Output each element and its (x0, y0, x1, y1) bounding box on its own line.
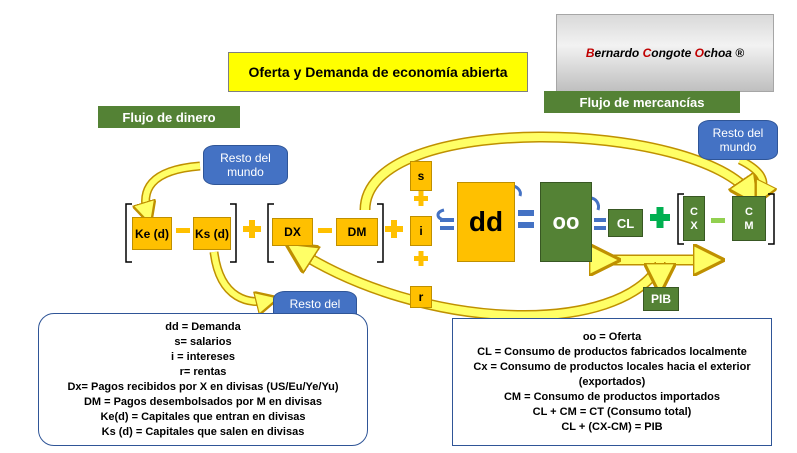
legend-left-line: Ke(d) = Capitales que entran en divisas (100, 410, 306, 423)
loop-arrow-bottom (296, 250, 666, 320)
legend-left-line: DM = Pagos desembolsados por M en divisa… (83, 395, 323, 408)
cx-box: C X (683, 196, 705, 241)
flujo-dinero-label: Flujo de dinero (98, 106, 240, 128)
i-box: i (410, 216, 432, 246)
arrow-rdm-cm (738, 157, 763, 196)
minus-cx-cm (711, 218, 725, 223)
author-name-1: ernardo (594, 46, 640, 60)
equals-signs (440, 210, 606, 230)
diagram-title: Oferta y Demanda de economía abierta (228, 52, 528, 92)
ke-box: Ke (d) (132, 217, 172, 250)
legend-right-line: oo = Oferta (582, 330, 642, 343)
legend-left-line: dd = Demanda (165, 320, 241, 333)
legend-left: dd = Demanda s= salarios i = intereses r… (38, 313, 368, 446)
ks-box: Ks (d) (193, 217, 231, 250)
legend-right-line: Cx = Consumo de productos locales hacia … (473, 360, 751, 388)
dd-box: dd (457, 182, 515, 262)
author-initial-b: B (585, 46, 595, 60)
legend-right-line: CL + CM = CT (Consumo total) (532, 405, 692, 418)
resto-mundo-cylinder-top-left: Resto del mundo (203, 145, 288, 185)
s-box: s (410, 161, 432, 191)
cl-box: CL (608, 209, 643, 237)
flujo-mercancias-label: Flujo de mercancías (544, 91, 740, 113)
oo-box: oo (540, 182, 592, 262)
author-name-2: ongote (651, 46, 692, 60)
plus-signs (243, 191, 670, 266)
cm-box: C M (732, 196, 766, 241)
legend-left-line: r= rentas (179, 365, 227, 378)
brackets (125, 193, 775, 263)
author-initial-c: C (642, 46, 652, 60)
arrow-ks-rdm (211, 251, 270, 302)
minus-ke-ks (176, 228, 190, 233)
dm-box: DM (336, 218, 378, 246)
legend-right: oo = Oferta CL = Consumo de productos fa… (452, 318, 772, 446)
r-box: r (410, 286, 432, 308)
pib-box: PIB (643, 287, 679, 311)
loop-arrow-top (361, 133, 752, 211)
legend-left-line: i = intereses (171, 350, 235, 363)
arrow-rdm-ke (146, 163, 201, 216)
author-initial-o: O (694, 46, 704, 60)
legend-right-line: CL + (CX-CM) = PIB (561, 420, 663, 433)
resto-mundo-cylinder-right: Resto del mundo (698, 120, 778, 160)
minus-dx-dm (318, 228, 332, 233)
dx-box: DX (272, 218, 313, 246)
legend-left-line: s= salarios (174, 335, 232, 348)
author-name-3: choa ® (703, 46, 745, 60)
legend-left-line: Dx= Pagos recibidos por X en divisas (US… (67, 380, 339, 393)
legend-right-line: CL = Consumo de productos fabricados loc… (477, 345, 747, 358)
legend-left-line: Ks (d) = Capitales que salen en divisas (101, 425, 305, 438)
legend-right-line: CM = Consumo de productos importados (503, 390, 721, 403)
